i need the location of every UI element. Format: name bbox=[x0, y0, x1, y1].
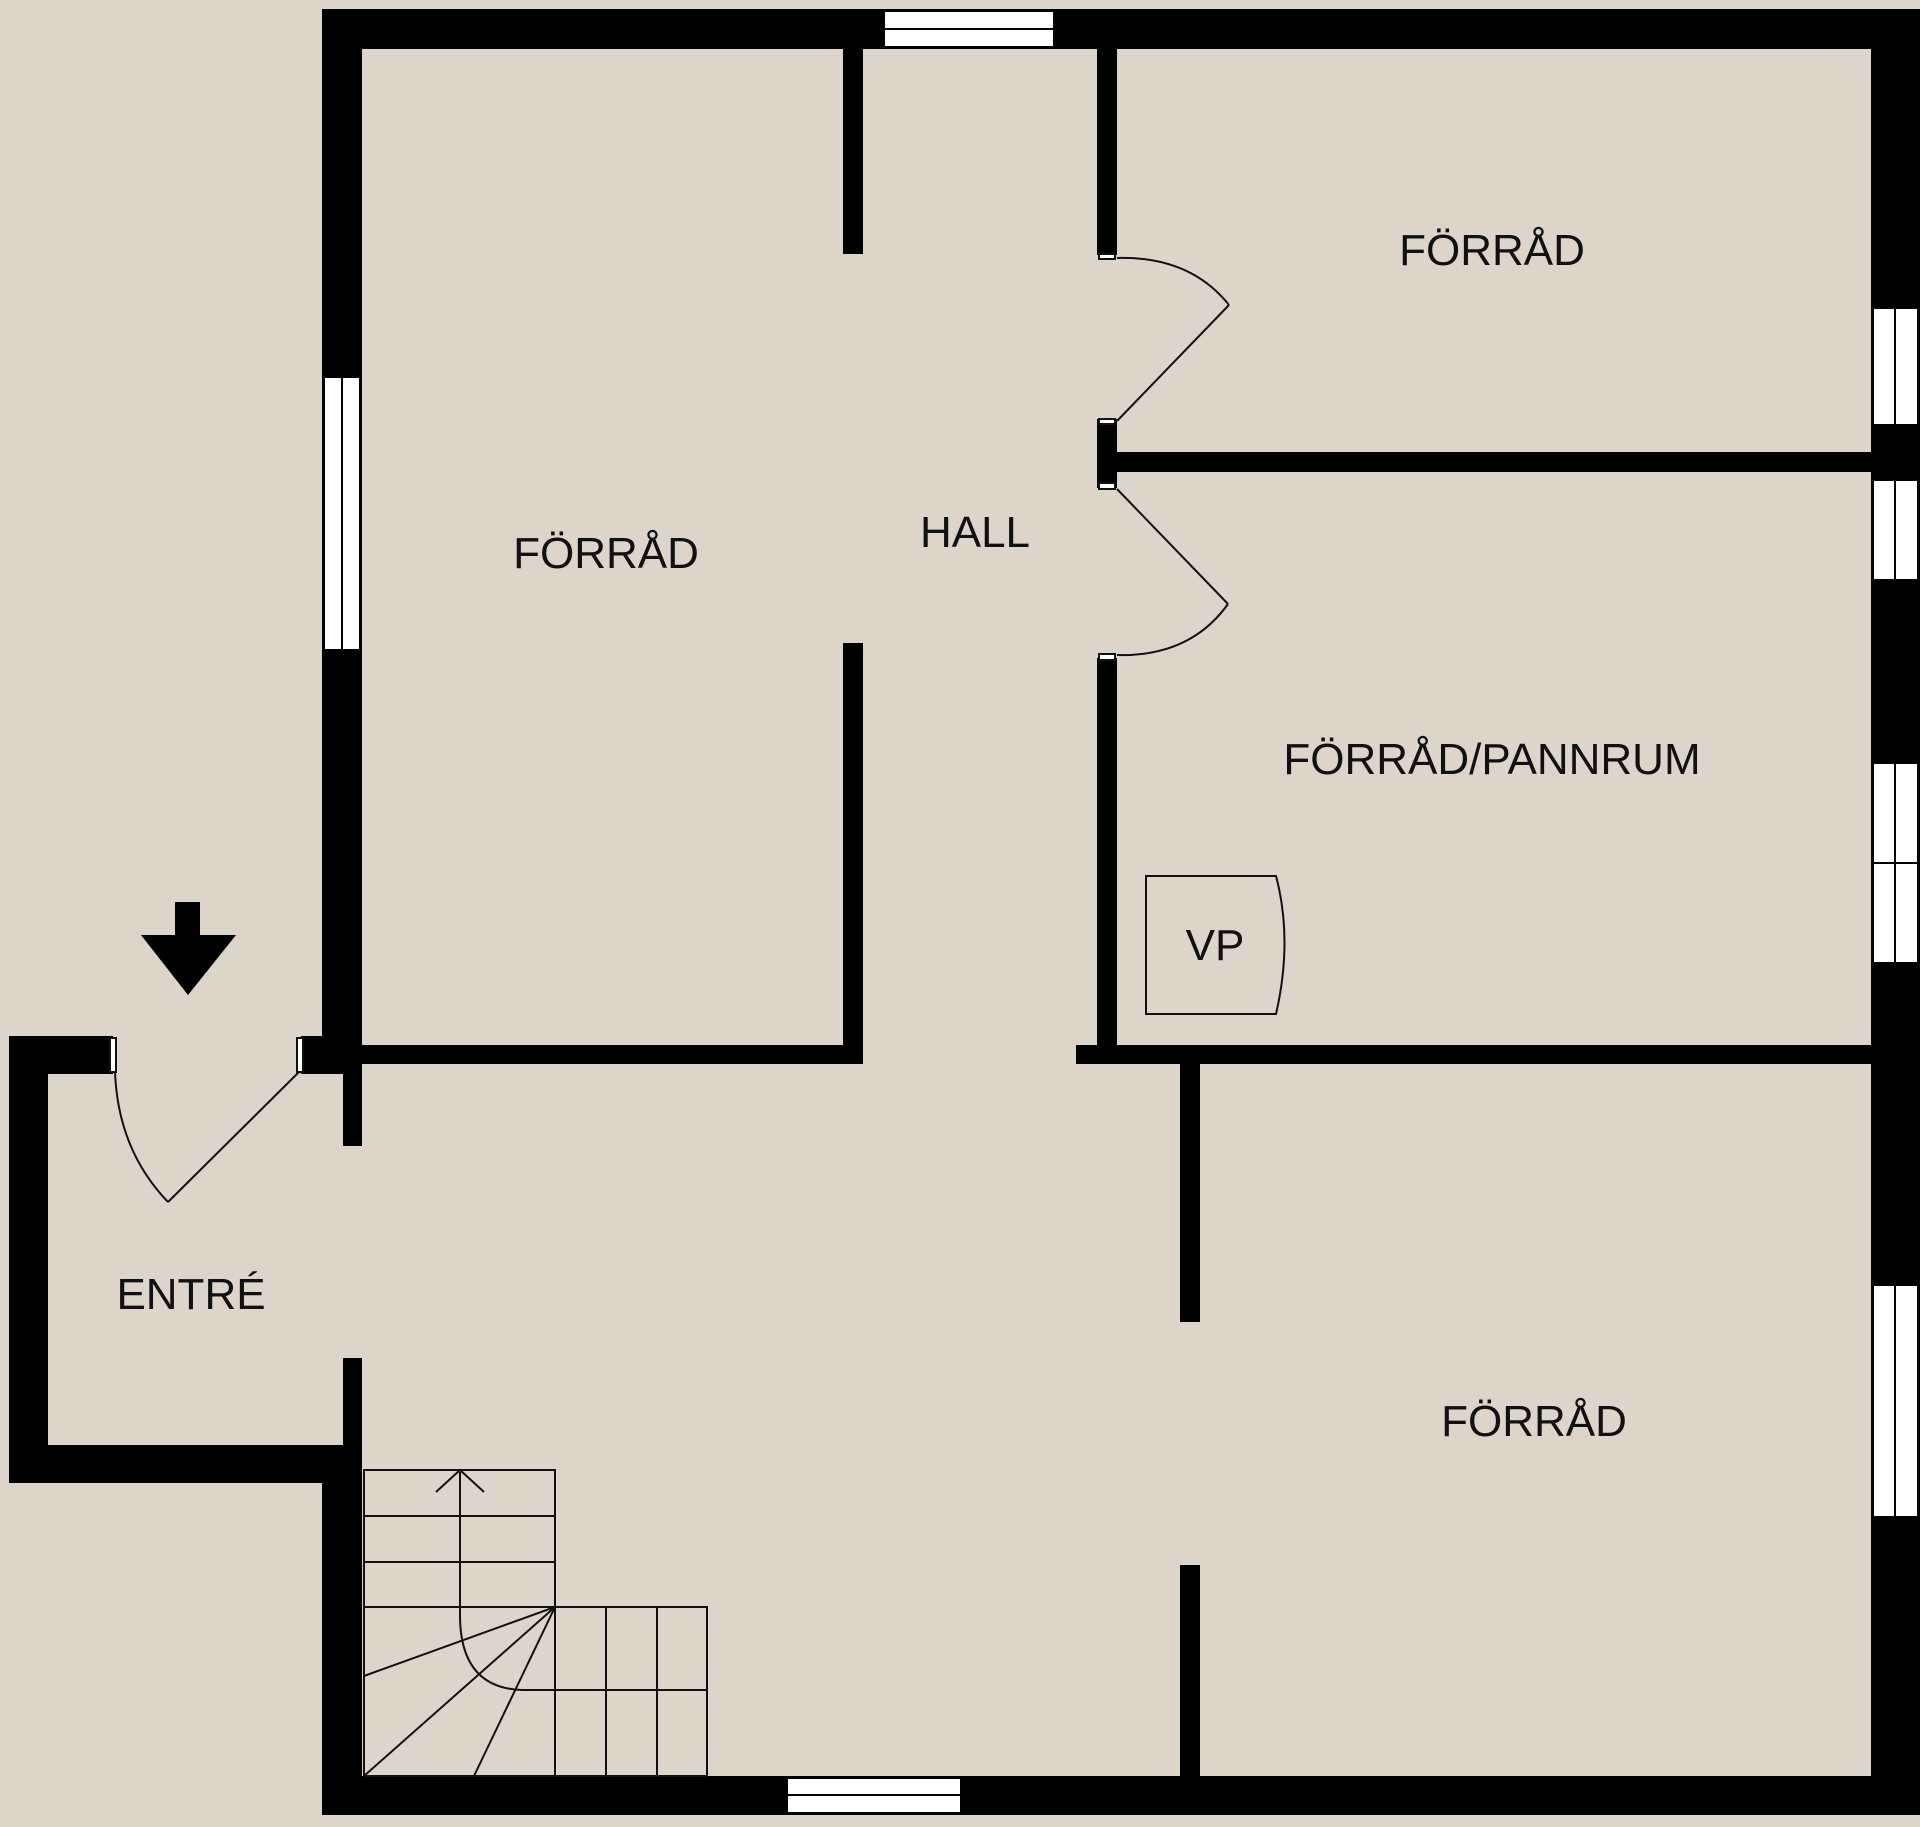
wall-entrance-jamb-lower bbox=[343, 1358, 362, 1448]
wall-hall-east-upper bbox=[1097, 49, 1117, 255]
wall-nw-bottom bbox=[362, 1045, 863, 1064]
heat-pump-label: VP bbox=[1186, 921, 1245, 970]
window-bottom bbox=[786, 1777, 962, 1814]
window-right-1 bbox=[1872, 307, 1919, 426]
wall-entrance-bottom bbox=[9, 1445, 362, 1483]
wall-top bbox=[322, 9, 1920, 49]
heat-pump: VP bbox=[1145, 875, 1286, 1015]
window-top bbox=[883, 10, 1055, 48]
wall-ne-divider bbox=[1097, 452, 1920, 472]
door-entrance bbox=[109, 1037, 304, 1203]
up-arrow-icon bbox=[435, 1468, 485, 1493]
room-labels: FÖRRÅD HALL FÖRRÅD FÖRRÅD/PANNRUM ENTRÉ … bbox=[116, 226, 1700, 1446]
window-left bbox=[323, 376, 361, 651]
staircase bbox=[363, 1468, 708, 1777]
stair-walkline bbox=[459, 1472, 555, 1691]
wall-entrance-left bbox=[9, 1036, 48, 1483]
doors bbox=[109, 253, 1230, 1203]
window-right-4 bbox=[1872, 1284, 1919, 1518]
heat-pump-outline bbox=[1145, 875, 1286, 1015]
room-label-storage-ne: FÖRRÅD bbox=[1399, 226, 1585, 275]
wall-se-partition-lower bbox=[1180, 1565, 1200, 1776]
room-label-boiler-room: FÖRRÅD/PANNRUM bbox=[1283, 735, 1700, 784]
room-label-entrance: ENTRÉ bbox=[116, 1270, 265, 1319]
wall-boiler-bottom bbox=[1076, 1045, 1920, 1064]
wall-se-partition-upper bbox=[1180, 1064, 1200, 1322]
room-label-hall: HALL bbox=[920, 508, 1030, 557]
walls bbox=[9, 9, 1920, 1815]
door-storage-ne bbox=[1098, 253, 1230, 425]
window-right-2 bbox=[1872, 479, 1919, 581]
door-boiler-room bbox=[1098, 482, 1229, 661]
down-arrow-icon bbox=[141, 902, 236, 995]
wall-partition-nw-lower bbox=[843, 643, 863, 1063]
room-label-storage-nw: FÖRRÅD bbox=[513, 529, 699, 578]
wall-bottom bbox=[322, 1776, 1920, 1815]
wall-hall-east-lower bbox=[1097, 658, 1117, 1064]
windows bbox=[323, 10, 1919, 1814]
room-label-storage-se: FÖRRÅD bbox=[1441, 1397, 1627, 1446]
wall-partition-nw-upper bbox=[843, 49, 863, 254]
wall-entrance-jamb-upper bbox=[343, 1066, 362, 1146]
wall-left-lower bbox=[322, 1446, 362, 1815]
window-right-3 bbox=[1872, 762, 1919, 964]
